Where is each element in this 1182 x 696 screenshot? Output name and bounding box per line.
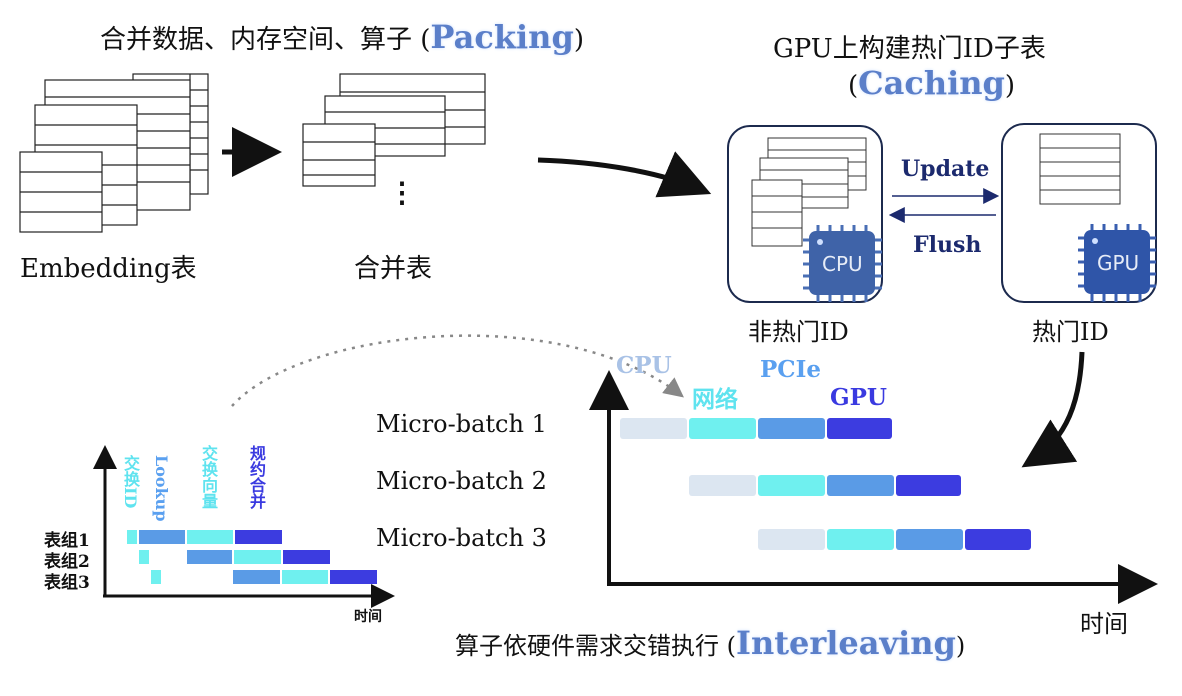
cold-id-tables bbox=[751, 137, 867, 247]
caching-title-line2: (Caching) bbox=[848, 64, 1015, 102]
embedding-tables bbox=[19, 73, 209, 233]
gpu-chip-icon bbox=[1078, 224, 1156, 302]
micro-batch-1-label: Micro-batch 1 bbox=[376, 410, 547, 438]
gpu-chip-label: GPU bbox=[1097, 251, 1140, 275]
flush-label: Flush bbox=[913, 232, 982, 258]
mb2-gpu-bar bbox=[896, 475, 961, 496]
micro-batch-2-label: Micro-batch 2 bbox=[376, 467, 547, 495]
stage-label-exchange-vector: 交换向量 bbox=[199, 445, 218, 509]
merged-tables bbox=[302, 73, 486, 187]
mb1-gpu-bar bbox=[827, 418, 892, 439]
packing-title: 合并数据、内存空间、算子 (Packing) bbox=[100, 18, 584, 56]
mb1-pcie-bar bbox=[758, 418, 825, 439]
mb1-network-bar bbox=[689, 418, 756, 439]
mb3-cpu-bar bbox=[758, 529, 825, 550]
hot-id-label: 热门ID bbox=[1032, 318, 1109, 346]
mb3-network-bar bbox=[827, 529, 894, 550]
cpu-chip-icon bbox=[803, 225, 882, 302]
zoom-dotted-arc bbox=[231, 334, 684, 407]
mb1-cpu-bar bbox=[620, 418, 687, 439]
packing-title-highlight: Packing bbox=[430, 18, 574, 56]
embedding-table bbox=[19, 151, 103, 233]
packing-title-prefix: 合并数据、内存空间、算子 ( bbox=[100, 25, 431, 55]
row-label-group1: 表组1 bbox=[44, 531, 90, 551]
caching-title-prefix: ( bbox=[848, 71, 859, 101]
small-chart-bars bbox=[127, 530, 377, 584]
embedding-label: Embedding表 bbox=[20, 254, 197, 284]
caching-title-highlight: Caching bbox=[858, 64, 1005, 102]
legend-network: 网络 bbox=[692, 386, 738, 413]
mb2-cpu-bar bbox=[689, 475, 756, 496]
stage-label-lookup: Lookup bbox=[152, 455, 171, 522]
mb3-pcie-bar bbox=[896, 529, 963, 550]
vertical-dots: ⋮ bbox=[388, 176, 416, 209]
legend-pcie: PCIe bbox=[760, 356, 821, 383]
row-label-group2: 表组2 bbox=[44, 552, 90, 572]
cpu-chip-label: CPU bbox=[822, 252, 863, 276]
interleaving-title: 算子依硬件需求交错执行 (Interleaving) bbox=[455, 624, 965, 662]
merged-label: 合并表 bbox=[354, 254, 433, 284]
legend-cpu: CPU bbox=[616, 352, 672, 379]
stage-label-exchange-id: 交换ID bbox=[121, 455, 140, 509]
mb2-network-bar bbox=[758, 475, 825, 496]
interleaving-title-prefix: 算子依硬件需求交错执行 ( bbox=[455, 632, 736, 660]
hot-id-table bbox=[1039, 133, 1121, 205]
interleaving-title-suffix: ) bbox=[955, 632, 966, 660]
mb2-pcie-bar bbox=[827, 475, 894, 496]
micro-batch-bars bbox=[620, 418, 1031, 550]
interleaving-x-label: 时间 bbox=[1080, 610, 1128, 638]
caching-title-line1: GPU上构建热门ID子表 bbox=[773, 34, 1046, 64]
row-label-group3: 表组3 bbox=[44, 573, 90, 593]
interleaving-title-highlight: Interleaving bbox=[736, 624, 956, 662]
mb3-gpu-bar bbox=[965, 529, 1031, 550]
to-caching-arrow bbox=[537, 151, 712, 198]
packing-title-suffix: ) bbox=[573, 25, 584, 55]
update-label: Update bbox=[901, 156, 990, 182]
caching-title-suffix: ) bbox=[1004, 71, 1016, 101]
legend-gpu: GPU bbox=[830, 384, 887, 411]
to-interleaving-arrow bbox=[1021, 351, 1085, 468]
cold-id-label: 非热门ID bbox=[748, 318, 849, 346]
small-x-label: 时间 bbox=[354, 609, 382, 625]
stage-label-reduce-merge: 规约合并 bbox=[247, 445, 266, 509]
micro-batch-3-label: Micro-batch 3 bbox=[376, 524, 547, 552]
